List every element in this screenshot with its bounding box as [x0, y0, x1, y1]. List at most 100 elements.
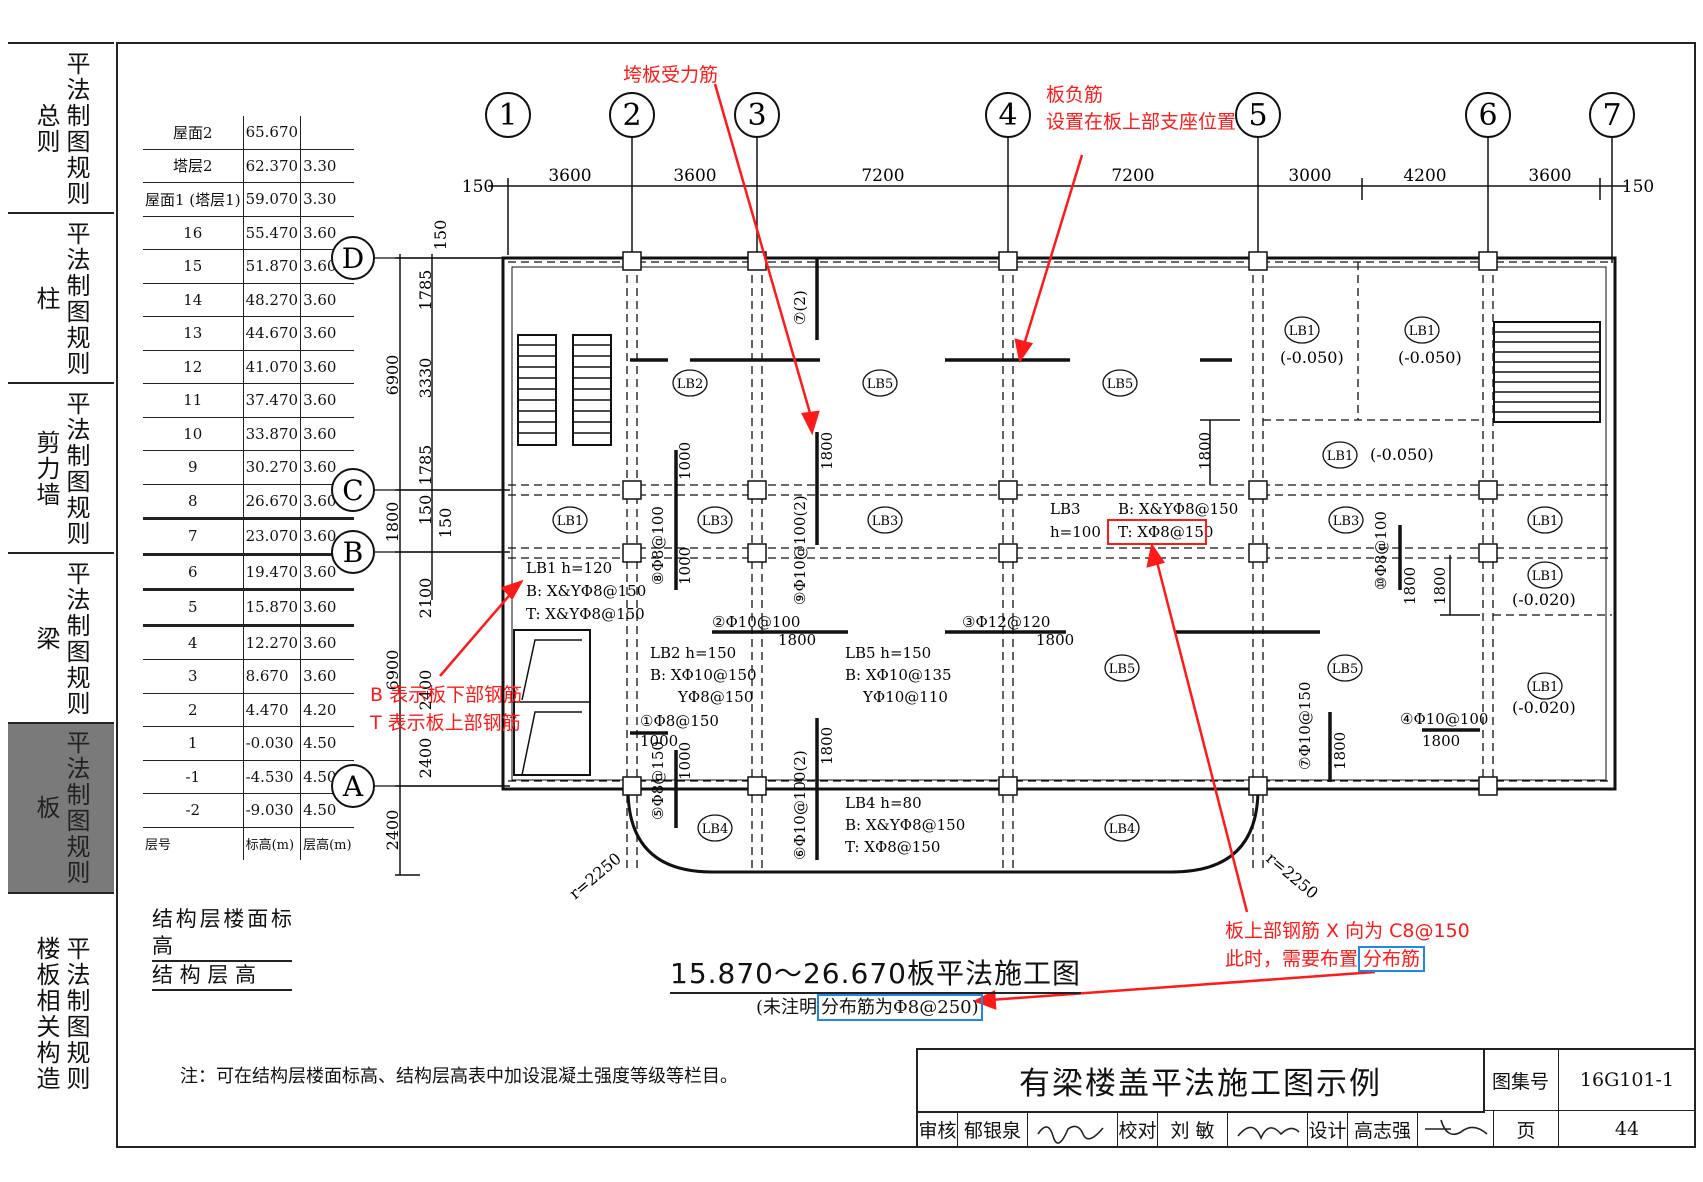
slab-mark: LB1: [1532, 680, 1558, 695]
floor-height: 3.60: [300, 625, 354, 660]
sidebar-tab-beam[interactable]: 梁 平法制图规则: [8, 552, 114, 724]
slab-mark: LB1: [1532, 514, 1558, 529]
axis-bubble: [485, 92, 531, 138]
floor-number: -1: [143, 760, 244, 794]
slab-mark: LB5: [867, 377, 893, 392]
annotation-neg-bar-2: 设置在板上部支座位置: [1046, 111, 1237, 133]
sidebar-tab-slab[interactable]: 板 平法制图规则: [8, 722, 114, 892]
floor-height: 4.50: [300, 726, 354, 761]
sidebar-tab-general[interactable]: 总则 平法制图规则: [8, 42, 114, 214]
dim-text: 1785: [416, 270, 435, 311]
floor-elevation: 33.870: [242, 417, 301, 451]
slab-mark-ellipse: [862, 369, 898, 397]
caption-line-2: 结 构 层 高: [152, 962, 292, 991]
dim-text: 150: [431, 220, 450, 251]
drawing-subtitle-boxed: 分布筋为Φ8@250): [817, 994, 983, 1021]
rebar-length: 1800: [1431, 567, 1449, 605]
floor-height: 3.60: [300, 350, 354, 384]
annotation-span-bar: 垮板受力筋: [623, 64, 719, 86]
sidebar-tab-shear-wall[interactable]: 剪力墙 平法制图规则: [8, 382, 114, 554]
slab-mark: LB1: [1409, 324, 1435, 339]
rebar-length: 1000: [676, 547, 694, 585]
floor-elevation: 15.870: [242, 589, 301, 627]
title-block-title: 有梁楼盖平法施工图示例: [918, 1050, 1485, 1113]
dim-text: 3600: [1528, 166, 1571, 186]
floor-number: 1: [143, 726, 244, 761]
axis-label: 4: [998, 98, 1017, 133]
slab-note-lb2: YΦ8@150: [677, 688, 753, 706]
slab-mark-ellipse: [1527, 672, 1563, 700]
slab-mark: LB4: [702, 822, 728, 837]
drawing-subtitle-prefix: (未注明: [756, 997, 818, 1018]
slab-elevation: (-0.050): [1280, 348, 1344, 367]
floor-number: 5: [143, 589, 244, 627]
designer-signature: [1418, 1111, 1494, 1148]
rebar-mark: ⑥Φ10@100(2): [791, 750, 809, 860]
radius-label: r=2250: [1262, 849, 1322, 903]
atlas-label: 图集号: [1483, 1050, 1559, 1111]
rebar-length: 1000: [676, 742, 694, 780]
axis-label: 6: [1478, 98, 1497, 133]
floor-number: 15: [143, 249, 244, 284]
sidebar-tab-rule: 平法制图规则: [62, 51, 90, 207]
floor-height: [300, 116, 354, 150]
floor-height: 3.30: [300, 149, 354, 183]
slab-mark: LB4: [1109, 822, 1135, 837]
dim-text: 4200: [1403, 166, 1446, 186]
page-label: 页: [1494, 1111, 1559, 1148]
slab-note-lb2: B: XΦ10@150: [650, 666, 757, 684]
rebar-mark: ④Φ10@100: [1400, 710, 1488, 728]
floor-height: 3.60: [300, 417, 354, 451]
floor-elevation: -0.030: [242, 726, 301, 761]
floor-number: 16: [143, 216, 244, 250]
slab-mark: LB5: [1107, 377, 1133, 392]
rebar-mark: ⑤Φ8@150: [649, 741, 667, 820]
annotation-distribution-text: 此时，需要布置: [1225, 948, 1359, 970]
slab-mark-ellipse: [1322, 441, 1358, 469]
dim-text: 3000: [1288, 166, 1331, 186]
sidebar-tab-column[interactable]: 柱 平法制图规则: [8, 212, 114, 384]
floor-number: 6: [143, 554, 244, 591]
rebar-length: 1800: [778, 631, 816, 649]
annotation-distribution: 此时，需要布置分布筋: [1225, 946, 1426, 973]
dim-text: 6900: [383, 650, 402, 691]
slab-mark: LB5: [1109, 662, 1135, 677]
axis-label: D: [342, 242, 364, 275]
axis-bubble: [1465, 92, 1511, 138]
sidebar-tab-rule: 平法制图规则: [62, 561, 90, 717]
floor-height: 3.60: [300, 589, 354, 627]
floor-number: 8: [143, 484, 244, 520]
slab-mark-ellipse: [697, 506, 733, 534]
slab-mark-ellipse: [1527, 561, 1563, 589]
floor-number: 12: [143, 350, 244, 384]
floor-height: 4.50: [300, 793, 354, 828]
rebar-mark: ⑨Φ10@100(2): [791, 495, 809, 605]
sidebar-tab-rule: 平法制图规则: [62, 221, 90, 377]
axis-label: 7: [1602, 98, 1621, 133]
slab-elevation: (-0.020): [1512, 590, 1576, 609]
elevation-header-cell: 标高(m): [242, 827, 301, 860]
sidebar-tab-group: 总则: [32, 103, 60, 155]
floor-height: 3.30: [300, 182, 354, 217]
floor-number: 4: [143, 625, 244, 660]
axis-label: 2: [622, 98, 641, 133]
axis-bubble: [734, 92, 780, 138]
floor-height: 3.60: [300, 659, 354, 694]
slab-mark: LB5: [1332, 662, 1358, 677]
rebar-length: 1800: [1331, 732, 1349, 770]
floor-elevation: 44.670: [242, 316, 301, 351]
sidebar-tab-slab-related[interactable]: 楼板相关构造 平法制图规则: [8, 892, 114, 1134]
slab-mark-ellipse: [867, 506, 903, 534]
review-label: 审核: [918, 1111, 958, 1148]
rebar-length: 1800: [1422, 732, 1460, 750]
slab-mark-ellipse: [1327, 654, 1363, 682]
drawing-title: 15.870～26.670板平法施工图: [670, 952, 1081, 994]
drawing-subtitle: (未注明分布筋为Φ8@250): [756, 993, 983, 1021]
atlas-number: 16G101-1: [1559, 1050, 1696, 1111]
